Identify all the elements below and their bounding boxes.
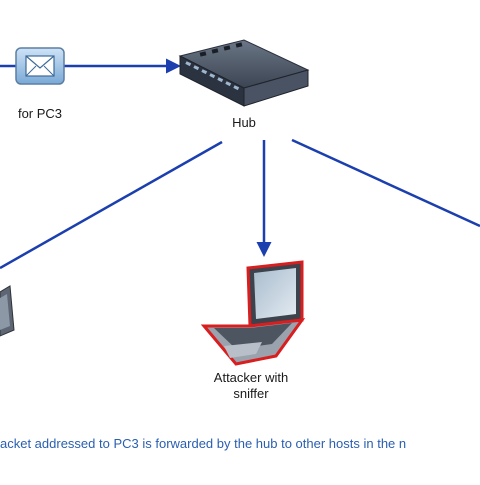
diagram-caption: acket addressed to PC3 is forwarded by t… — [0, 436, 407, 451]
envelope-icon — [15, 47, 65, 85]
attacker-label-line1: Attacker with — [213, 370, 289, 385]
hub-icon — [178, 39, 310, 107]
link-hub-to-left-host — [0, 140, 223, 270]
attacker-laptop-icon — [200, 260, 306, 366]
attacker-label-line2: sniffer — [233, 386, 269, 401]
hub-label: Hub — [232, 115, 256, 130]
link-hub-to-right-host — [291, 138, 480, 228]
laptop-icon — [0, 285, 15, 337]
envelope-label: for PC3 — [17, 106, 63, 121]
